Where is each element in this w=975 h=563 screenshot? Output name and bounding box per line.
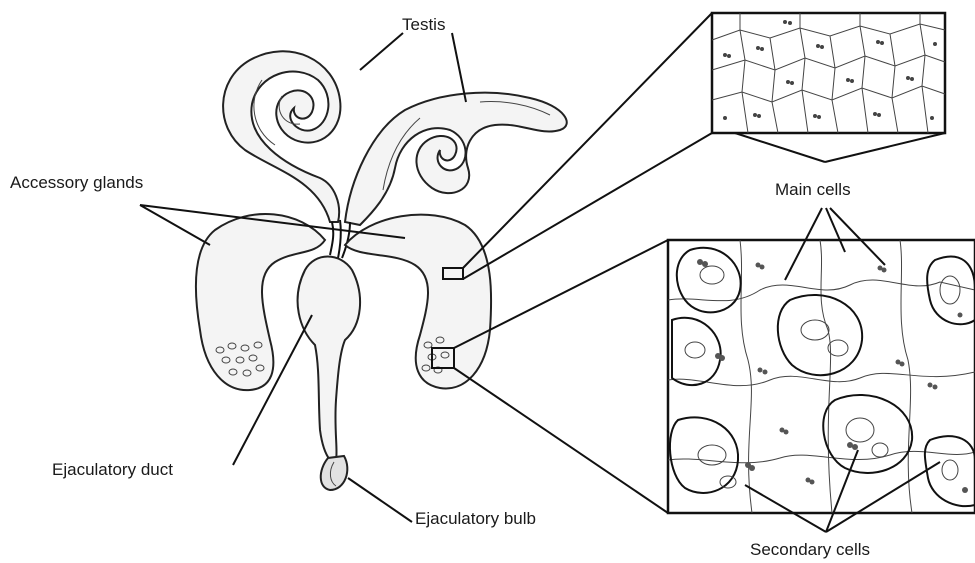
testis-left — [223, 51, 340, 222]
main-cells-panel — [712, 13, 945, 133]
ejaculatory-bulb — [321, 456, 348, 490]
ejaculatory-duct — [298, 257, 360, 461]
vasa-deferentia — [330, 220, 350, 258]
ejaculatory-duct-label: Ejaculatory duct — [52, 460, 173, 480]
accessory-glands-label: Accessory glands — [10, 173, 143, 193]
accessory-gland-right — [345, 215, 491, 389]
testis-label: Testis — [402, 15, 445, 35]
secondary-cells-label: Secondary cells — [750, 540, 870, 560]
ejaculatory-bulb-label: Ejaculatory bulb — [415, 509, 536, 529]
main-cells-label: Main cells — [775, 180, 851, 200]
testis-right — [345, 93, 567, 225]
secondary-cells-panel — [668, 240, 975, 513]
